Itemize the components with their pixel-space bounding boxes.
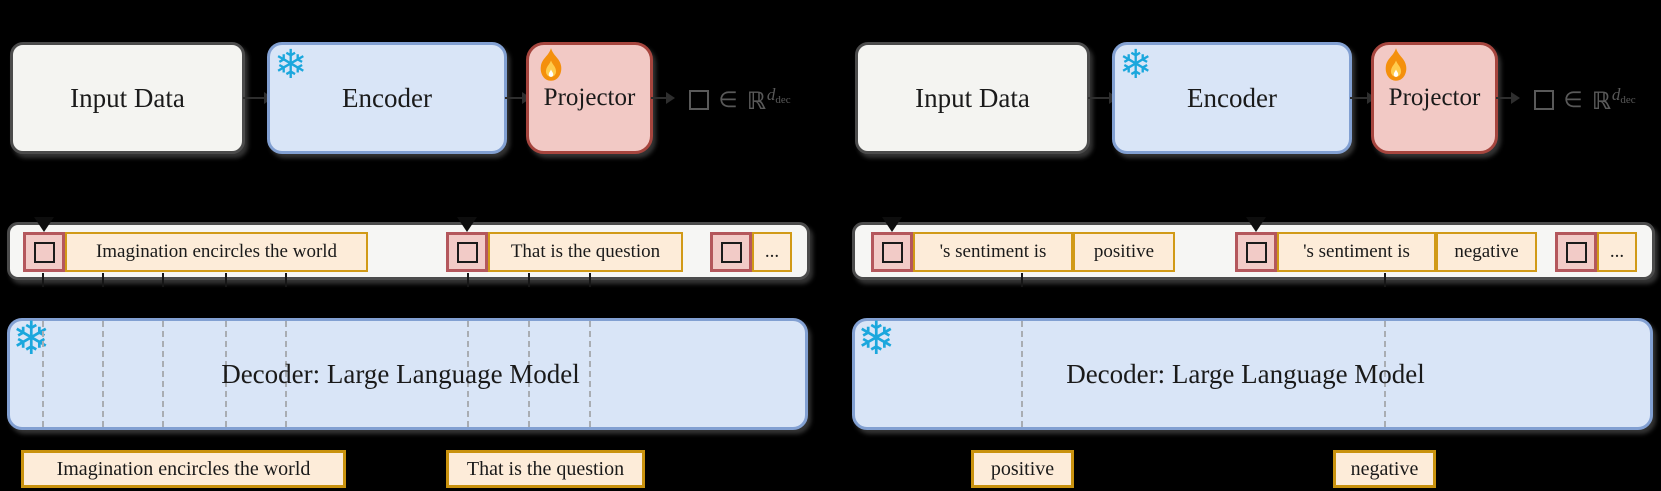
token-flow-line [285,321,287,427]
arrow-encoder-to-projector [1350,92,1376,104]
element-of-symbol: ∈ [1563,87,1583,113]
embedding-token [710,232,752,272]
input-data-box: Input Data [10,42,245,154]
placeholder-square-icon [456,241,478,263]
panel-captioning: Input Data ❄ Encoder Projector ∈ ℝddec [0,0,816,491]
text-token: Imagination encircles the world [65,232,368,272]
token-tick [162,273,164,287]
panel-sentiment: Input Data ❄ Encoder Projector ∈ ℝddec [845,0,1661,491]
token-tick [589,273,591,287]
decoder-label: Decoder: Large Language Model [221,358,580,389]
placeholder-square-icon [1245,241,1267,263]
token-tick [1021,273,1023,287]
embedding-square-icon [689,90,710,110]
arrow-down-icon [34,217,54,232]
element-of-symbol: ∈ [718,87,738,113]
input-data-box: Input Data [855,42,1090,154]
token-tick [225,273,227,287]
projector-box: Projector [526,42,653,154]
generated-output: negative [1333,450,1436,488]
generated-output: positive [971,450,1074,488]
projector-label: Projector [1388,84,1481,111]
token-tick [1384,273,1386,287]
ellipsis-token: ... [1597,232,1637,272]
placeholder-square-icon [33,241,55,263]
arrow-input-to-encoder [243,92,273,104]
decoder-label: Decoder: Large Language Model [1066,358,1425,389]
ellipsis-token: ... [752,232,792,272]
snowflake-icon: ❄ [1119,42,1153,88]
token-tick [285,273,287,287]
placeholder-square-icon [881,241,903,263]
projector-box: Projector [1371,42,1498,154]
encoder-box: ❄ Encoder [1112,42,1352,154]
text-token: 's sentiment is [1277,232,1436,272]
embedding-token [446,232,488,272]
arrow-projector-to-embedding [651,92,675,104]
generated-output: That is the question [446,450,645,488]
token-tick [102,273,104,287]
answer-token: positive [1073,232,1175,272]
embedding-square-icon [1534,90,1555,110]
arrow-input-to-encoder [1088,92,1118,104]
token-flow-line [1384,321,1386,427]
embedding-token [1235,232,1277,272]
placeholder-square-icon [720,241,742,263]
generated-output: Imagination encircles the world [21,450,346,488]
token-flow-line [589,321,591,427]
arrow-down-icon [1246,217,1266,232]
input-data-label: Input Data [70,82,185,113]
encoder-box: ❄ Encoder [267,42,507,154]
arrow-encoder-to-projector [505,92,531,104]
projector-label: Projector [543,84,636,111]
token-tick [467,273,469,287]
answer-token: negative [1436,232,1537,272]
token-tick [42,273,44,287]
encoder-label: Encoder [342,82,432,113]
fire-icon [533,47,569,83]
arrow-down-icon [882,217,902,232]
token-flow-line [42,321,44,427]
fire-icon [1378,47,1414,83]
text-token: That is the question [488,232,683,272]
placeholder-square-icon [1565,241,1587,263]
input-data-label: Input Data [915,82,1030,113]
token-flow-line [225,321,227,427]
embedding-token [871,232,913,272]
arrow-down-icon [457,217,477,232]
token-flow-line [102,321,104,427]
embedding-token [23,232,65,272]
embedding-dimension-formula: ∈ ℝddec [655,84,825,116]
text-token: 's sentiment is [913,232,1073,272]
arrow-projector-to-embedding [1496,92,1520,104]
encoder-label: Encoder [1187,82,1277,113]
token-flow-line [1021,321,1023,427]
token-tick [528,273,530,287]
token-flow-line [162,321,164,427]
embedding-token [1555,232,1597,272]
reals-dim: ℝddec [1591,84,1636,115]
snowflake-icon: ❄ [274,42,308,88]
embedding-dimension-formula: ∈ ℝddec [1500,84,1661,116]
reals-dim: ℝddec [746,84,791,115]
token-flow-line [528,321,530,427]
token-flow-line [467,321,469,427]
